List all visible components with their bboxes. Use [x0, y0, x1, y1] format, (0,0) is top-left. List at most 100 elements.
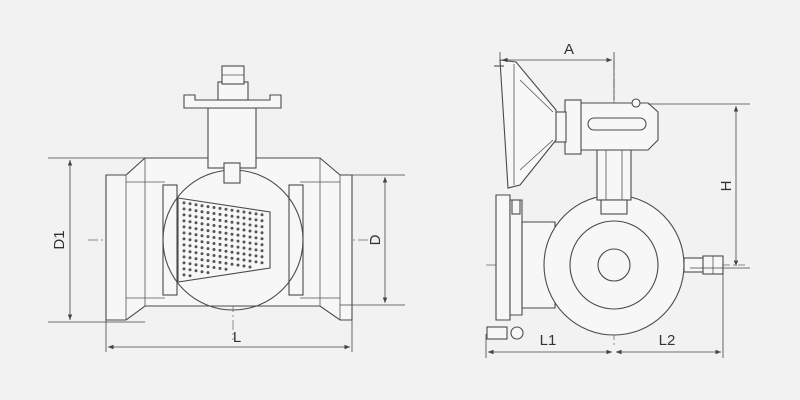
- strainer-hole: [206, 247, 210, 251]
- strainer-hole: [182, 237, 186, 241]
- strainer-hole: [236, 209, 240, 213]
- strainer-hole: [182, 267, 186, 271]
- strainer-hole: [182, 273, 186, 277]
- strainer-hole: [200, 246, 204, 250]
- strainer-hole: [260, 231, 264, 235]
- strainer-hole: [230, 214, 234, 218]
- strainer-hole: [260, 219, 264, 223]
- strainer-hole: [212, 218, 216, 221]
- strainer-hole: [242, 252, 246, 256]
- strainer-hole: [200, 222, 204, 226]
- strainer-hole: [194, 269, 198, 273]
- strainer-hole: [194, 227, 198, 231]
- strainer-hole: [188, 250, 192, 254]
- dimension-l-label: L: [233, 329, 241, 346]
- strainer-hole: [194, 263, 198, 267]
- strainer-hole: [242, 216, 246, 220]
- dimension-l2-label: L2: [659, 332, 676, 349]
- strainer-hole: [224, 261, 228, 265]
- strainer-hole: [206, 241, 210, 245]
- strainer-hole: [200, 204, 204, 208]
- strainer-hole: [242, 222, 246, 226]
- gearbox-slot: [587, 117, 647, 131]
- strainer-hole: [212, 248, 216, 251]
- strainer-hole: [182, 243, 186, 247]
- strainer-hole: [242, 240, 246, 244]
- strainer-hole: [230, 226, 234, 230]
- strainer-hole: [224, 255, 228, 259]
- strainer-hole: [206, 271, 210, 275]
- strainer-hole: [254, 224, 258, 228]
- strainer-hole: [212, 254, 216, 257]
- strainer-hole: [254, 212, 258, 216]
- strainer-hole: [242, 210, 246, 214]
- side-body: [543, 194, 685, 336]
- strainer-hole: [188, 244, 192, 248]
- strainer-screen: [177, 197, 271, 283]
- strainer-hole: [188, 274, 192, 278]
- side-stem-collar: [600, 199, 628, 215]
- strainer-hole: [236, 239, 240, 243]
- strainer-hole: [188, 238, 192, 242]
- strainer-hole: [224, 237, 228, 241]
- strainer-hole: [206, 211, 210, 215]
- strainer-hole: [230, 250, 234, 254]
- strainer-hole: [230, 244, 234, 248]
- gearbox-flange: [564, 99, 582, 155]
- strainer-hole: [218, 254, 222, 258]
- strainer-hole: [254, 260, 258, 264]
- strainer-hole: [254, 248, 258, 252]
- strainer-hole: [206, 235, 210, 239]
- strainer-holes: [182, 201, 264, 278]
- strainer-hole: [188, 220, 192, 224]
- strainer-hole: [248, 235, 252, 239]
- strainer-hole: [182, 261, 186, 265]
- strainer-hole: [218, 260, 222, 264]
- dimension-a-label: A: [564, 41, 574, 58]
- strainer-hole: [206, 217, 210, 221]
- strainer-hole: [188, 232, 192, 236]
- strainer-hole: [188, 268, 192, 272]
- strainer-hole: [194, 251, 198, 255]
- strainer-hole: [206, 229, 210, 233]
- strainer-hole: [200, 264, 204, 268]
- strainer-hole: [218, 266, 222, 270]
- strainer-hole: [200, 252, 204, 256]
- strainer-hole: [242, 246, 246, 250]
- strainer-hole: [236, 263, 240, 267]
- strainer-hole: [218, 206, 222, 210]
- strainer-hole: [242, 234, 246, 238]
- handwheel: [499, 59, 557, 189]
- strainer-hole: [236, 233, 240, 237]
- strainer-hole: [236, 215, 240, 219]
- strainer-hole: [230, 208, 234, 212]
- strainer-hole: [254, 218, 258, 222]
- side-neck: [521, 221, 556, 309]
- strainer-hole: [260, 225, 264, 229]
- strainer-hole: [182, 207, 186, 211]
- strainer-hole: [224, 207, 228, 211]
- strainer-hole: [212, 236, 216, 239]
- strainer-hole: [212, 224, 216, 227]
- strainer-hole: [242, 258, 246, 262]
- top-flange: [183, 94, 282, 109]
- strainer-hole: [248, 265, 252, 269]
- strainer-hole: [218, 230, 222, 234]
- strainer-hole: [200, 270, 204, 274]
- strainer-hole: [182, 201, 186, 205]
- strainer-hole: [248, 229, 252, 233]
- strainer-hole: [200, 258, 204, 262]
- strainer-hole: [182, 249, 186, 253]
- strainer-hole: [206, 205, 210, 209]
- strainer-hole: [242, 228, 246, 232]
- strainer-hole: [218, 218, 222, 222]
- strainer-hole: [206, 223, 210, 227]
- strainer-hole: [212, 260, 216, 263]
- strainer-hole: [194, 209, 198, 213]
- side-bore: [597, 248, 631, 282]
- strainer-hole: [212, 242, 216, 245]
- strainer-hole: [182, 255, 186, 259]
- strainer-hole: [200, 216, 204, 220]
- strainer-hole: [236, 221, 240, 225]
